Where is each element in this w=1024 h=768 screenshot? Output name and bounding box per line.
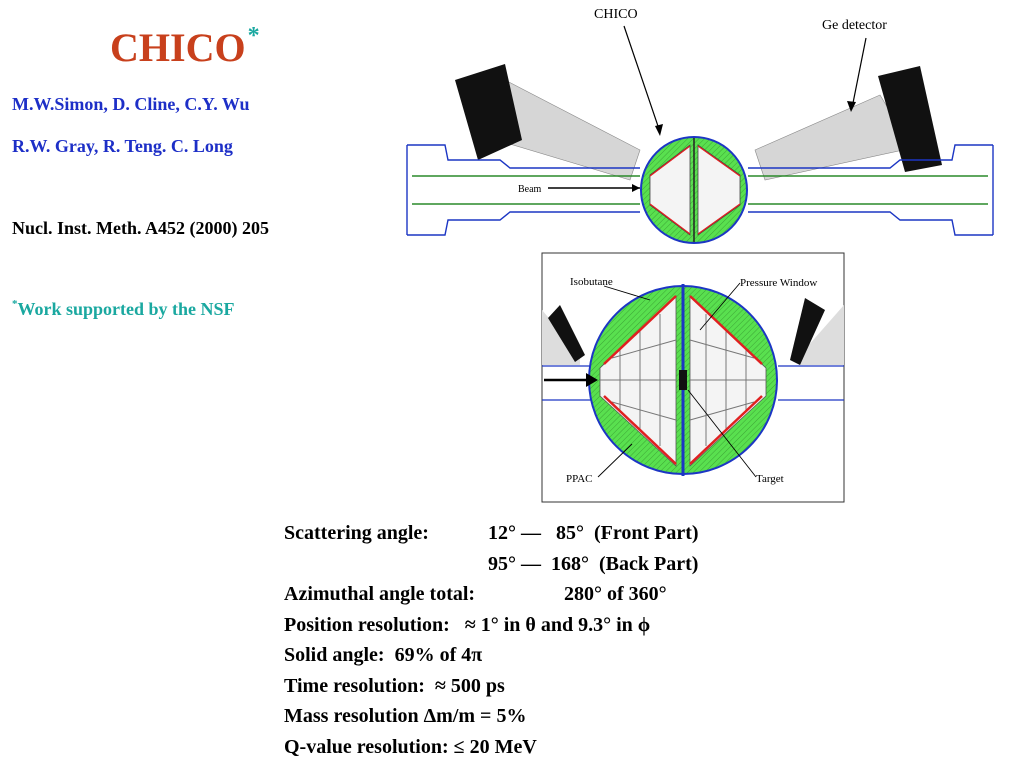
spec-position: Position resolution: ≈ 1° in θ and 9.3° … [284, 613, 651, 636]
beam-pipe-right [748, 144, 994, 236]
authors-line-2: R.W. Gray, R. Teng. C. Long [12, 136, 233, 156]
chico-callout-line [623, 25, 661, 133]
funding-note: *Work supported by the NSF [12, 298, 235, 320]
ppac-back-lower [689, 395, 763, 465]
spec-mass: Mass resolution Δm/m = 5% [284, 705, 527, 727]
spec-scattering-back: 95° — 168° (Back Part) [284, 549, 844, 580]
ge-detector-right-head [878, 66, 942, 172]
funding-text: Work supported by the NSF [17, 299, 235, 319]
chamber-zoom-diagram: Isobutane Pressure Window PPAC Target [541, 252, 845, 503]
authors-line-1: M.W.Simon, D. Cline, C.Y. Wu [12, 94, 250, 114]
isobutane-label: Isobutane [570, 276, 613, 288]
chamber-inner-back [697, 144, 741, 236]
chico-label: CHICO [594, 7, 638, 22]
ppac-front-upper [603, 295, 677, 365]
spec-scattering-front: Scattering angle: 12° — 85° (Front Part) [284, 518, 844, 549]
ge-callout-line [851, 37, 867, 109]
spec-azimuthal-label: Azimuthal angle total: [284, 583, 476, 605]
beam-pipe-left [406, 144, 640, 236]
ppac-front-lower [603, 395, 677, 465]
funding-mark: * [12, 298, 18, 310]
spec-solid-angle: Solid angle: 69% of 4π [284, 644, 483, 666]
ppac-back-upper [689, 295, 763, 365]
spec-qvalue: Q-value resolution: ≤ 20 MeV [284, 735, 537, 758]
target-label: Target [756, 473, 784, 485]
beam-label: Beam [518, 184, 542, 195]
page-title: CHICO* [110, 24, 260, 68]
reference-citation: Nucl. Inst. Meth. A452 (2000) 205 [12, 218, 269, 238]
spec-time: Time resolution: ≈ 500 ps [284, 674, 505, 697]
chico-setup-diagram: Beam CHICO Ge detector [406, 7, 994, 244]
pressure-window-label: Pressure Window [740, 277, 817, 289]
ge-detector-label: Ge detector [822, 18, 887, 33]
specs-block: Scattering angle:12° — 85° (Front Part) … [284, 518, 844, 762]
title-text: CHICO [110, 25, 246, 70]
chamber-inner-front [649, 144, 691, 236]
ppac-label: PPAC [566, 473, 593, 485]
spec-azimuthal: Azimuthal angle total: 280° of 360° [284, 579, 844, 610]
ge-detector-left-head [455, 64, 522, 160]
spec-scattering-front-value: 12° — 85° (Front Part) [488, 522, 699, 544]
title-asterisk: * [247, 23, 260, 49]
spec-scattering-back-value: 95° — 168° (Back Part) [488, 552, 699, 575]
spec-azimuthal-value: 280° of 360° [564, 583, 667, 605]
spec-scattering-label: Scattering angle: [284, 522, 429, 544]
